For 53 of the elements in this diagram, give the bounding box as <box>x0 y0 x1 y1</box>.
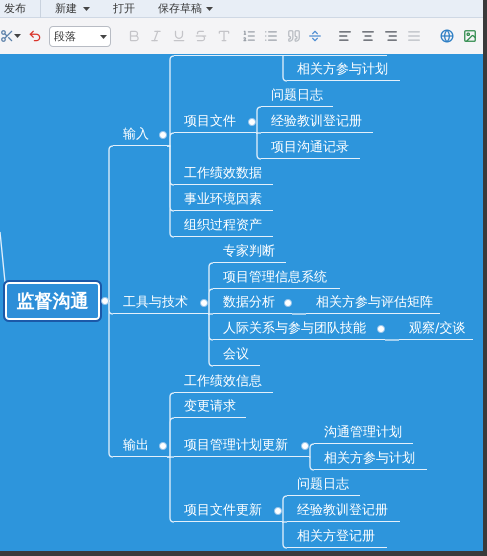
topic-text: 人际关系与参与团队技能 <box>223 320 366 338</box>
branch-line <box>282 521 287 523</box>
branch-line <box>167 132 175 147</box>
topic-text: 项目文件更新 <box>184 502 262 520</box>
topic-text: 事业环境因素 <box>184 191 262 209</box>
branch-line <box>208 313 214 367</box>
menu-button: 打开 <box>113 1 135 17</box>
branch-line <box>108 145 114 302</box>
branch-line <box>385 339 399 341</box>
branch-line <box>167 417 175 458</box>
topic-text: 专家判断 <box>223 243 275 261</box>
topic-text: 相关方登记册 <box>297 528 375 546</box>
topic-text: 相关方参与计划 <box>297 61 388 79</box>
branch-line <box>308 456 315 471</box>
topic-text: 沟通管理计划 <box>324 424 402 442</box>
topic-text: 变更请求 <box>184 398 236 416</box>
branch-line <box>167 145 175 238</box>
topic-text: 组织过程资产 <box>184 217 262 235</box>
branch-line <box>208 313 213 315</box>
topic-text: 项目管理计划更新 <box>184 437 288 455</box>
topic-text: 问题日志 <box>297 476 349 494</box>
topic-text: 会议 <box>223 346 249 364</box>
topic-text: 经验教训登记册 <box>271 113 362 131</box>
branch-line <box>282 521 288 549</box>
branch-line <box>308 443 315 458</box>
menu-button: 发布 <box>4 1 26 17</box>
topic-text: 观察/交谈 <box>409 320 466 338</box>
topic-text: 工作绩效信息 <box>184 373 262 391</box>
branch-line <box>0 232 6 282</box>
menu-button: 保存草稿 <box>158 1 202 17</box>
topic-text: 工具与技术 <box>123 294 188 312</box>
topic-text: 问题日志 <box>271 87 323 105</box>
topic-text: 项目文件 <box>184 113 236 131</box>
topic-text: 输入 <box>123 126 149 144</box>
topic-text: 输出 <box>123 437 149 455</box>
branch-line <box>108 300 114 458</box>
topic-text: 工作绩效数据 <box>184 165 262 183</box>
topic-text: 项目沟通记录 <box>271 139 349 157</box>
topic-underline <box>174 54 387 56</box>
topic-text: 项目管理信息系统 <box>223 269 327 287</box>
branch-line <box>256 132 262 160</box>
topic-text: 相关方参与评估矩阵 <box>316 294 433 312</box>
branch-line <box>167 456 175 523</box>
topic-text: 数据分析 <box>223 294 275 312</box>
topic-text: 经验教训登记册 <box>297 502 388 520</box>
menu-button: 新建 <box>55 1 77 17</box>
branch-line <box>208 288 214 315</box>
central-topic-box: 监督沟通 <box>5 282 100 320</box>
branch-line <box>256 132 261 134</box>
paragraph-select: 段落 <box>49 26 111 47</box>
branch-line <box>282 55 288 82</box>
topic-text: 相关方参与计划 <box>324 450 415 468</box>
branch-line <box>292 313 306 315</box>
